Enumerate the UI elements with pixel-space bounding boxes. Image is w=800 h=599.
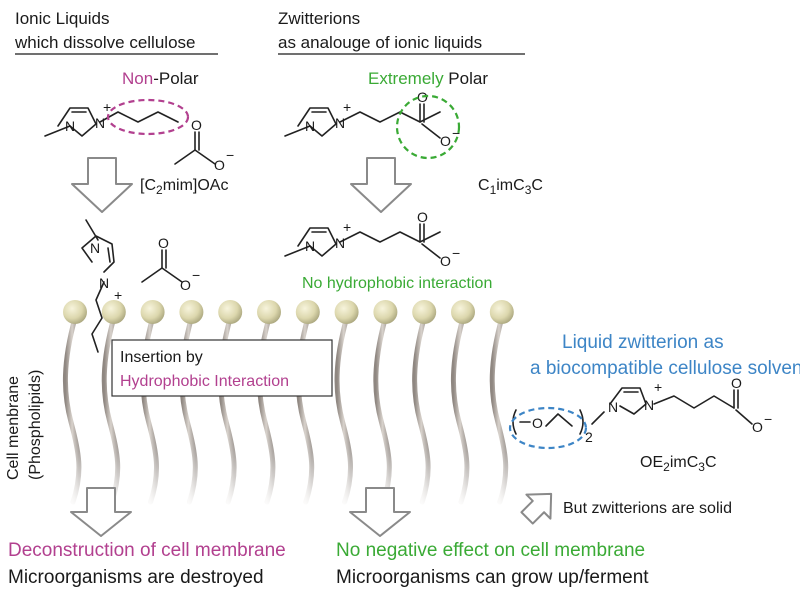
subscript-two: 2 [585, 429, 593, 445]
insertion-line1: Insertion by [120, 349, 203, 366]
atom-n2: N [335, 115, 345, 131]
phospholipid-head [179, 300, 204, 324]
liquid-zw-line1: Liquid zwitterion as [562, 332, 724, 353]
charge-minus: − [452, 125, 460, 141]
atom-n1: N [65, 118, 75, 134]
charge-plus: + [343, 99, 351, 115]
charge-plus: + [114, 287, 122, 303]
polar-circle [395, 94, 461, 160]
c2mim-cation: N N + [44, 99, 179, 137]
atom-o-top: O [417, 209, 428, 225]
nonpolar-circle [106, 98, 190, 136]
c1imc3c-zwitterion: N N + O O − [284, 89, 460, 149]
atom-n1: N [608, 399, 618, 415]
membrane-fade [50, 430, 530, 510]
charge-plus: + [103, 99, 111, 115]
atom-o-side: O [180, 277, 191, 293]
compound-oe-name: OE2imC3C [640, 454, 717, 474]
left-header-line1: Ionic Liquids [15, 9, 110, 28]
right-header-line1: Zwitterions [278, 9, 360, 28]
no-negative-label: No negative effect on cell membrane [336, 540, 645, 561]
membrane-label-line1: Cell menbrane [5, 376, 22, 480]
phospholipid-head [101, 300, 126, 324]
charge-minus: − [226, 147, 234, 163]
oe2imc3c-molecule: O 2 N N + O O − [512, 375, 772, 445]
phospholipid-head [373, 300, 398, 324]
phospholipid-head [295, 300, 320, 324]
atom-n2: N [95, 115, 105, 131]
acetate-anion-middle: O O − [141, 235, 200, 293]
atom-n1: N [305, 238, 315, 254]
inserted-cation: N N + [81, 219, 122, 353]
phospholipid-head [412, 300, 437, 324]
ether-circle [508, 406, 588, 450]
but-solid-label: But zwitterions are solid [563, 500, 732, 517]
left-header-line2: which dissolve cellulose [14, 33, 195, 52]
atom-n2: N [644, 397, 654, 413]
destroyed-label: Microorganisms are destroyed [8, 567, 264, 588]
down-arrow-left-top [71, 157, 133, 213]
atom-n1: N [305, 118, 315, 134]
atom-o-side: O [440, 253, 451, 269]
atom-n1: N [90, 240, 100, 256]
atom-o-ether: O [532, 415, 543, 431]
insertion-box [111, 339, 333, 397]
down-arrow-right-top [350, 157, 412, 213]
atom-o-side: O [752, 419, 763, 435]
down-arrow-right-bottom [349, 487, 411, 537]
nonpolar-label: Non-Polar [122, 69, 199, 88]
up-diagonal-arrow [520, 492, 553, 525]
phospholipid-head [257, 300, 281, 324]
acetate-anion-top: O O − [174, 117, 234, 173]
extremely-polar-label: Extremely Polar [368, 69, 488, 88]
phospholipid-head [63, 300, 87, 324]
charge-plus: + [654, 379, 662, 395]
membrane-label-line2: (Phospholipids) [27, 370, 44, 480]
atom-n2: N [335, 235, 345, 251]
phospholipid-head [489, 300, 514, 324]
atom-o-top: O [191, 117, 202, 133]
phospholipid-head [218, 300, 243, 324]
right-header-line2: as analouge of ionic liquids [278, 33, 482, 52]
atom-o-top: O [158, 235, 169, 251]
liquid-zw-line2: a biocompatible cellulose solvent [530, 358, 800, 379]
zwitterion-middle: N N + O O − [284, 209, 460, 269]
down-arrow-left-bottom [70, 487, 132, 537]
compound-il-name: [C2mim]OAc [140, 177, 228, 197]
charge-minus: − [764, 411, 772, 427]
phospholipid-head [451, 300, 475, 324]
insertion-line2: Hydrophobic Interaction [120, 373, 289, 390]
charge-plus: + [343, 219, 351, 235]
atom-o-top: O [731, 375, 742, 391]
grow-label: Microorganisms can grow up/ferment [336, 567, 649, 588]
atom-n2: N [99, 275, 109, 291]
phospholipid-head [140, 300, 165, 324]
no-hydrophobic-label: No hydrophobic interaction [302, 275, 492, 292]
charge-minus: − [452, 245, 460, 261]
phospholipid-head [334, 300, 359, 324]
charge-minus: − [192, 267, 200, 283]
compound-zw-name: C1imC3C [478, 177, 543, 197]
atom-o-side: O [440, 133, 451, 149]
atom-o-side: O [214, 157, 225, 173]
deconstruction-label: Deconstruction of cell membrane [8, 540, 286, 561]
